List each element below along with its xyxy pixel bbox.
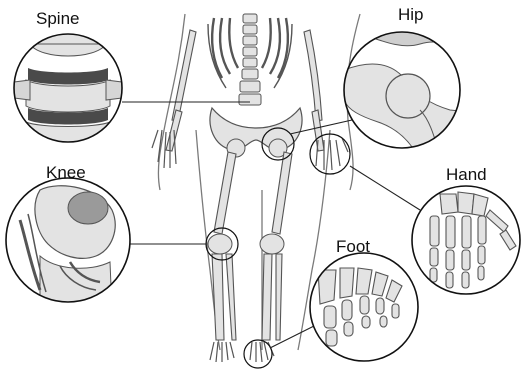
spine-label: Spine — [36, 10, 79, 27]
kneecap — [68, 192, 108, 224]
foot-magnifier — [310, 253, 418, 361]
foot-label: Foot — [336, 238, 370, 255]
femoral-head — [386, 74, 430, 118]
hand-leader-line — [350, 166, 420, 210]
knee-label: Knee — [46, 164, 86, 181]
hand-magnifier — [412, 186, 520, 294]
hip-magnifier — [344, 30, 470, 160]
knee-magnifier — [6, 178, 130, 310]
foot-joint-marker — [244, 340, 272, 368]
right-knee-joint — [260, 234, 284, 254]
vertebral-column — [239, 14, 261, 105]
spine-magnifier — [14, 30, 122, 150]
left-knee-joint — [208, 234, 232, 254]
hip-label: Hip — [398, 6, 424, 23]
pelvis — [210, 108, 302, 150]
hand-label: Hand — [446, 166, 487, 183]
